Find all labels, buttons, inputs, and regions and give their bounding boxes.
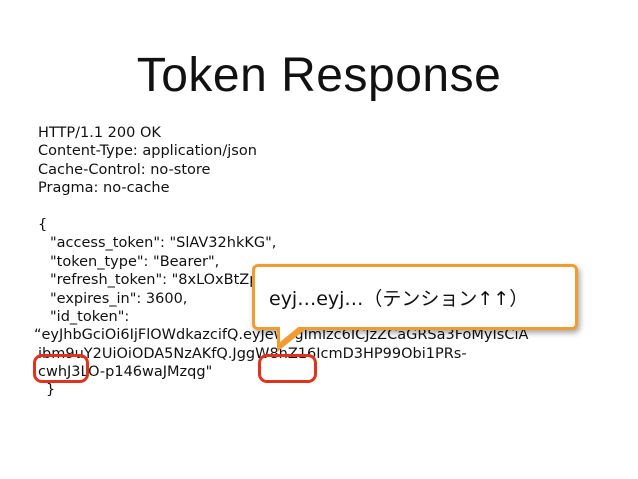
- json-access-token: "access_token": "SlAV32hkKG",: [50, 235, 277, 252]
- callout-bubble: eyj…eyj…（テンション↑↑）: [252, 264, 578, 352]
- json-id-token-key: "id_token":: [50, 308, 130, 325]
- header-pragma: Pragma: no-cache: [38, 180, 170, 197]
- blank-line: [38, 198, 628, 216]
- json-close-brace: }: [46, 382, 56, 399]
- highlight-second-eyj: [258, 354, 317, 383]
- json-token-type: "token_type": "Bearer",: [50, 253, 220, 270]
- json-open-brace: {: [38, 216, 48, 233]
- json-expires-in: "expires_in": 3600,: [50, 290, 188, 307]
- status-line: HTTP/1.1 200 OK: [38, 125, 161, 141]
- json-id-token-value-2: ibm9uY2UiOiODA5NzAKfQ.JggW8hZ16IcmD3HP99…: [38, 345, 467, 362]
- callout-text: eyj…eyj…（テンション↑↑）: [269, 287, 529, 310]
- callout-tail: [277, 324, 307, 352]
- json-id-token-value-3: cwhJ3LO-p146waJMzqg": [38, 364, 213, 381]
- header-cache-control: Cache-Control: no-store: [38, 161, 211, 178]
- highlight-first-eyj: [33, 354, 89, 383]
- header-content-type: Content-Type: application/json: [38, 143, 257, 160]
- slide-title: Token Response: [136, 49, 502, 102]
- http-response-code: HTTP/1.1 200 OK Content-Type: applicatio…: [34, 124, 628, 400]
